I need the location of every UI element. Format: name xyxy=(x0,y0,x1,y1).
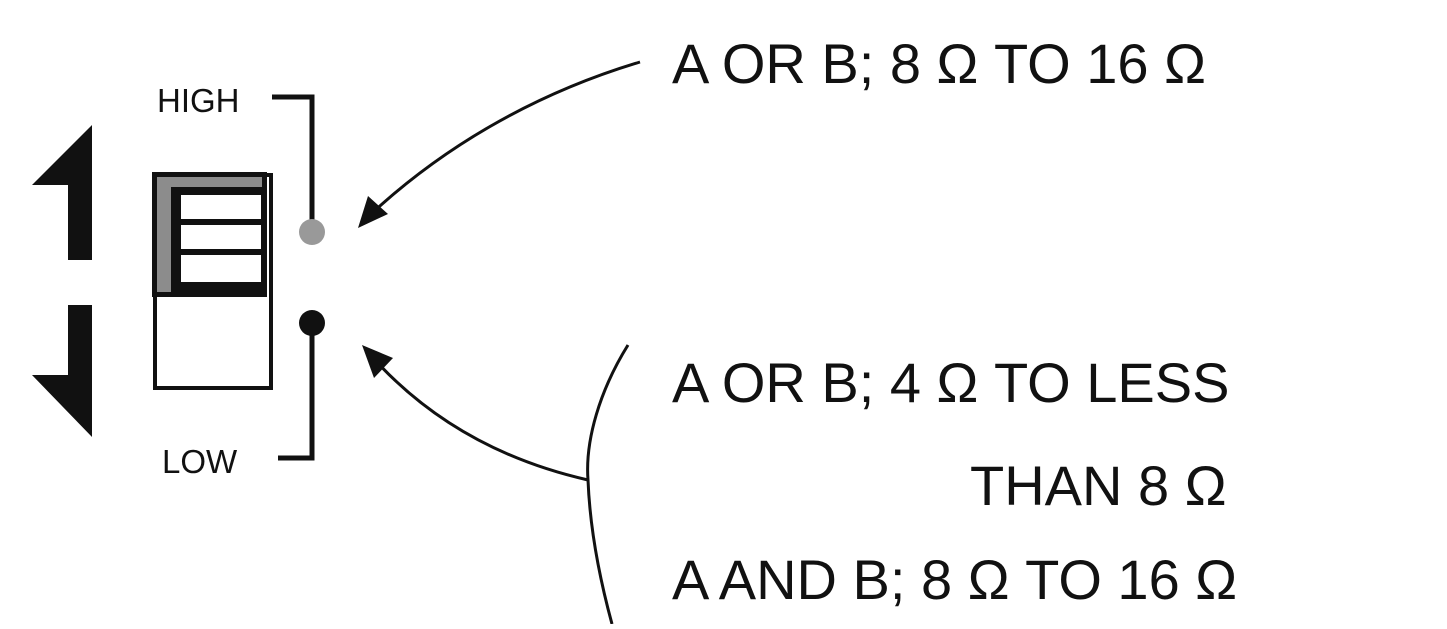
switch-slider[interactable] xyxy=(152,172,267,297)
low-setting-text-line2: THAN 8 Ω xyxy=(970,454,1227,517)
low-setting-text-line1: A OR B; 4 Ω TO LESS xyxy=(672,351,1230,414)
high-setting-text: A OR B; 8 Ω TO 16 Ω xyxy=(672,32,1206,95)
arrow-up-icon xyxy=(32,125,92,260)
low-bracket xyxy=(278,333,315,461)
high-callout-arrowhead xyxy=(358,196,388,228)
low-position-indicator xyxy=(299,310,325,336)
low-callout-arrowhead xyxy=(362,345,393,378)
high-bracket xyxy=(272,94,315,220)
low-callout-line xyxy=(373,358,589,482)
slide-switch[interactable] xyxy=(152,172,273,390)
arrow-down-icon xyxy=(32,305,92,437)
low-callout-brace xyxy=(586,344,630,625)
high-label: HIGH xyxy=(157,82,240,119)
low-label: LOW xyxy=(162,443,238,480)
low-setting-text-line3: A AND B; 8 Ω TO 16 Ω xyxy=(672,548,1238,611)
high-position-indicator xyxy=(299,219,325,245)
high-callout-line xyxy=(368,60,641,217)
